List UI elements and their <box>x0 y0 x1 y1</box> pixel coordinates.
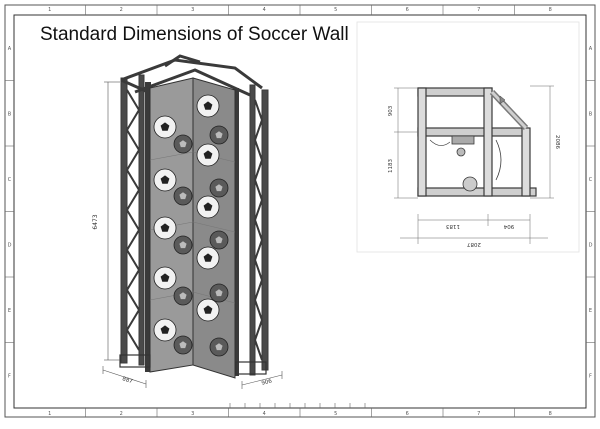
column-label-top: 4 <box>263 7 266 13</box>
ball-pentagon <box>215 236 223 244</box>
ball-pentagon <box>160 175 170 184</box>
column-label-top: 1 <box>48 7 51 13</box>
ball-pentagon <box>215 131 223 139</box>
ball-pentagon <box>160 122 170 131</box>
dim-depth-right-label: 906 <box>261 378 273 386</box>
row-label-right: C <box>589 177 593 183</box>
ball-pentagon <box>179 241 187 249</box>
right-wall-panel <box>192 77 236 379</box>
iso-view: 6473 887 906 <box>92 54 283 389</box>
ball-pentagon <box>203 101 213 110</box>
ball-pentagon <box>179 140 187 148</box>
soccer-ball-group <box>153 94 229 357</box>
row-label-right: E <box>589 308 592 314</box>
row-label-right: D <box>589 242 593 248</box>
ball-pentagon <box>179 341 187 349</box>
column-label-bottom: 6 <box>406 411 409 417</box>
column-label-bottom: 5 <box>334 411 337 417</box>
bottom-scale-ticks <box>229 403 366 408</box>
right-panel-edge <box>233 88 239 376</box>
ball-pentagon <box>215 184 223 192</box>
column-label-bottom: 7 <box>477 411 480 417</box>
ball-pentagon <box>160 325 170 334</box>
row-label-left: F <box>8 373 11 379</box>
dim-total-label: 2087 <box>467 241 481 247</box>
row-label-left: A <box>8 46 12 52</box>
ball-pentagon <box>203 150 213 159</box>
column-label-bottom: 1 <box>48 411 51 417</box>
ball-pentagon <box>215 289 223 297</box>
column-label-bottom: 3 <box>191 411 194 417</box>
ball-pentagon <box>215 343 223 351</box>
row-label-right: F <box>589 373 592 379</box>
drawing-title: Standard Dimensions of Soccer Wall <box>40 24 349 45</box>
depth-dimension-left <box>102 366 147 388</box>
dim-depth-left-label: 887 <box>121 376 133 385</box>
steel-lattice-left <box>120 74 145 366</box>
column-label-bottom: 4 <box>263 411 266 417</box>
dim-lower-label: 1183 <box>388 159 394 173</box>
ball-pentagon <box>160 223 170 232</box>
column-label-top: 3 <box>191 7 194 13</box>
row-grid-ticks: A A B B C C D D E E F F <box>5 46 595 379</box>
dim-right-label: 2086 <box>554 135 560 149</box>
column-grid-ticks: 1 1 2 2 3 3 4 4 5 5 6 6 7 7 8 8 <box>48 5 552 417</box>
column-label-top: 6 <box>406 7 409 13</box>
ball-pentagon <box>160 273 170 282</box>
depth-dimension-right <box>241 371 283 389</box>
column-label-top: 8 <box>549 7 552 13</box>
base-plate-left <box>119 354 151 368</box>
column-label-bottom: 8 <box>549 411 552 417</box>
base-plate-right <box>235 361 267 375</box>
plan-view: 903 1183 2086 1183 904 2087 <box>388 85 560 247</box>
ball-pentagon <box>203 202 213 211</box>
row-label-left: C <box>8 177 12 183</box>
dim-height-label: 6473 <box>92 214 99 229</box>
row-label-left: E <box>8 308 11 314</box>
row-label-left: B <box>8 111 12 117</box>
plan-dimension-lines <box>394 85 554 244</box>
dim-bottom-a-label: 1183 <box>446 223 460 229</box>
dim-upper-label: 903 <box>388 105 394 116</box>
column-label-top: 5 <box>334 7 337 13</box>
height-dimension <box>104 81 120 361</box>
ball-pentagon <box>203 253 213 262</box>
ball-pentagon <box>179 192 187 200</box>
dim-bottom-b-label: 904 <box>503 223 514 229</box>
ball-pentagon <box>203 305 213 314</box>
inner-border <box>13 14 587 409</box>
left-panel-edge <box>145 82 151 372</box>
column-label-top: 7 <box>477 7 480 13</box>
plan-structure <box>417 87 537 197</box>
plan-view-frame <box>356 21 580 253</box>
ball-pentagon <box>179 292 187 300</box>
row-label-left: D <box>8 242 12 248</box>
outer-border <box>4 4 596 418</box>
row-label-right: B <box>589 111 593 117</box>
column-label-bottom: 2 <box>120 411 123 417</box>
steel-lattice-right <box>249 84 269 376</box>
row-label-right: A <box>589 46 593 52</box>
column-label-top: 2 <box>120 7 123 13</box>
